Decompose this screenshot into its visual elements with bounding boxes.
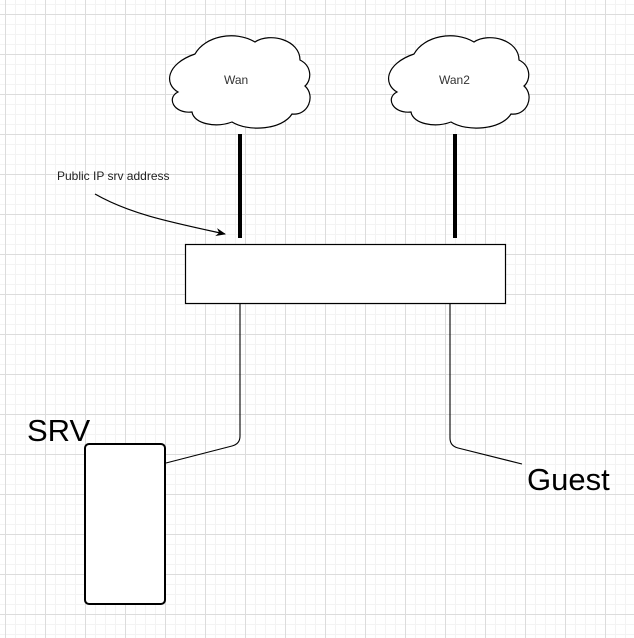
router-box[interactable]: [184, 243, 507, 305]
srv-label: SRV: [27, 413, 91, 448]
annotation-arrow[interactable]: [94, 193, 226, 236]
wan-cloud[interactable]: [169, 35, 311, 129]
wan-label: Wan: [224, 73, 249, 87]
wan2-cloud[interactable]: [388, 35, 530, 129]
public-ip-annotation: Public IP srv address: [57, 169, 170, 183]
srv-box[interactable]: [84, 443, 166, 605]
guest-label: Guest: [527, 462, 610, 497]
guest-link[interactable]: [449, 304, 523, 465]
srv-link[interactable]: [165, 304, 241, 464]
wan2-label: Wan2: [439, 73, 470, 87]
